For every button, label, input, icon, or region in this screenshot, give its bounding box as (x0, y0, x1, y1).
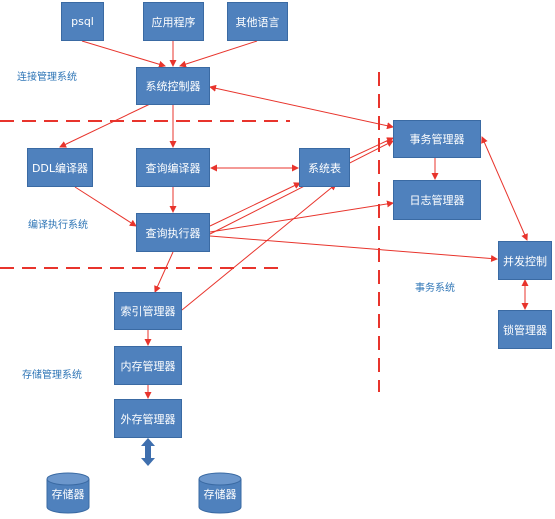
label-connection-management: 连接管理系统 (17, 72, 77, 83)
arrow-systable-txn (349, 137, 394, 159)
label-storage-management: 存储管理系统 (22, 370, 82, 381)
arrow-controller-txn (209, 84, 394, 130)
index-manager-box: 索引管理器 (114, 292, 182, 330)
ddl-compiler-box: DDL编译器 (27, 148, 93, 187)
system-table-box: 系统表 (299, 148, 350, 187)
transaction-manager-box: 事务管理器 (393, 120, 481, 158)
arrow-executor-index (154, 251, 174, 293)
arrow-ddl-executor (74, 186, 137, 227)
log-manager-box: 日志管理器 (393, 180, 481, 220)
storage-label-2: 存储器 (203, 488, 237, 501)
arrow-executor-log (209, 200, 394, 233)
query-executor-box: 查询执行器 (136, 213, 210, 252)
label-transaction-system: 事务系统 (415, 283, 455, 294)
concurrency-control-box: 并发控制 (498, 241, 552, 280)
arrow-executor-concurrency (209, 235, 498, 263)
system-controller-box: 系统控制器 (136, 67, 210, 105)
arrow-psql-controller (81, 40, 166, 68)
application-box: 应用程序 (143, 2, 204, 41)
external-storage-manager-box: 外存管理器 (114, 399, 182, 438)
io-double-arrow-icon (141, 438, 155, 466)
storage-cylinder-1 (46, 472, 90, 514)
lock-manager-box: 锁管理器 (498, 310, 552, 349)
psql-box: psql (61, 2, 104, 41)
label-compile-execution: 编译执行系统 (28, 220, 88, 231)
storage-label-1: 存储器 (51, 488, 85, 501)
storage-cylinder-2 (198, 472, 242, 514)
arrow-executor-txn (209, 140, 394, 235)
arrow-txn-concurrency (481, 136, 528, 241)
other-language-box: 其他语言 (227, 2, 288, 41)
arrow-controller-ddl (59, 103, 151, 148)
arrow-index-systable (181, 183, 337, 311)
memory-manager-box: 内存管理器 (114, 346, 182, 385)
arrow-other-controller (179, 40, 258, 68)
arrow-executor-systable (209, 182, 301, 227)
query-compiler-box: 查询编译器 (136, 148, 210, 187)
